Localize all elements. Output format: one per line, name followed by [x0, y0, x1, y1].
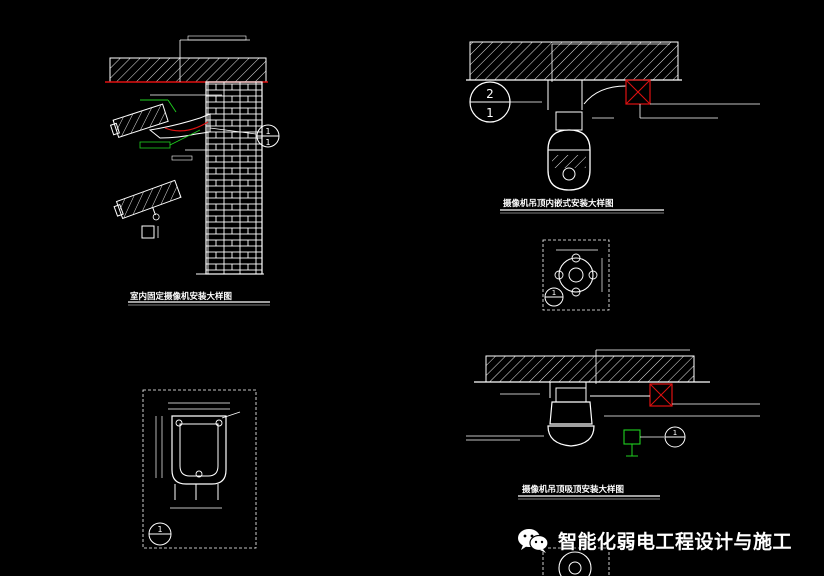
callout-c2: 2 1 [469, 81, 511, 123]
junction2-x2 [649, 383, 673, 407]
callout-leader-1 [209, 127, 257, 135]
callout-c2-top: 2 [486, 87, 494, 101]
caption-dome-ceiling-bottom: 摄像机吊顶吸顶安装大样图 [522, 484, 624, 495]
bracket-plate-detail: 1 [142, 389, 257, 549]
partial-frame [542, 547, 610, 576]
bracket-note [171, 155, 193, 161]
caption-indoor-fixed: 室内固定摄像机安装大样图 [130, 291, 232, 302]
plate-hole-b [195, 470, 203, 478]
green-note-box [139, 141, 171, 149]
red-conduit [164, 121, 209, 132]
plate-outline [171, 415, 227, 485]
dome-body [547, 129, 591, 191]
label-bar [187, 35, 247, 41]
base-lobe-s [571, 287, 581, 297]
callout-c5-top: 1 [673, 429, 677, 437]
dome-ceiling-detail-bottom: 1 摄像机吊顶吸顶安装大样图 [466, 349, 760, 576]
plate-hole-tl [175, 419, 183, 427]
conduit-curve [583, 85, 627, 105]
plate-leader [221, 411, 241, 419]
exploded-camera [113, 179, 182, 221]
green-leader-2 [167, 99, 177, 113]
callout-c3-top: 1 [157, 525, 162, 534]
callout-c4: 1 [544, 287, 564, 307]
ceiling-slab-2 [469, 41, 679, 81]
caption-dome-ceiling-top: 摄像机吊顶内嵌式安装大样图 [503, 198, 614, 209]
junction-box [625, 79, 651, 105]
base-lobe-w [554, 270, 564, 280]
base-lobe-n [571, 253, 581, 263]
brick-wall [205, 81, 263, 275]
partial-base-plate [558, 551, 592, 576]
plate-hole-tr [215, 419, 223, 427]
junction-x2 [625, 79, 651, 105]
dome-ceiling-detail-top: 2 1 摄像机吊顶内嵌式安装大样图 [466, 41, 760, 214]
callout-c1-top: 1 [265, 127, 270, 136]
mount-plate-symbol [141, 225, 155, 239]
camera-bracket [148, 113, 211, 139]
wechat-icon [518, 529, 549, 553]
partial-base-inner [568, 561, 582, 575]
junction-box-2 [649, 383, 673, 407]
dome-mount [555, 111, 583, 131]
base-plate-detail: 1 [542, 239, 610, 311]
watermark: 智能化弱电工程设计与施工 [516, 524, 792, 556]
callout-c1-bottom: 1 [265, 138, 270, 147]
dome-lens [562, 167, 576, 181]
plate-frame [142, 389, 257, 549]
plate-inner [179, 423, 219, 477]
callout-c2-bottom: 1 [486, 106, 494, 120]
base-plate-outer [558, 257, 594, 293]
base-plate-inner [568, 267, 584, 283]
fixed-camera [109, 103, 169, 138]
dome-hatch [552, 155, 586, 168]
callout-c4-top: 1 [552, 289, 556, 297]
dome-body-2 [549, 401, 593, 425]
dome-cap-2 [547, 425, 595, 447]
callout-c5: 1 [664, 426, 686, 448]
green-leader-3 [169, 129, 201, 146]
green-connector [623, 429, 641, 445]
watermark-text: 智能化弱电工程设计与施工 [558, 530, 793, 553]
dome-mount-2 [555, 387, 587, 403]
base-plate-frame [542, 239, 610, 311]
base-lobe-e [588, 270, 598, 280]
wall-mount-detail: 1 1 室内固定摄像机安装大样图 [105, 35, 280, 306]
ceiling-slab [109, 57, 267, 83]
ceiling-slab-3 [485, 355, 695, 383]
callout-c3: 1 [148, 522, 172, 546]
callout-c1: 1 1 [256, 124, 280, 148]
